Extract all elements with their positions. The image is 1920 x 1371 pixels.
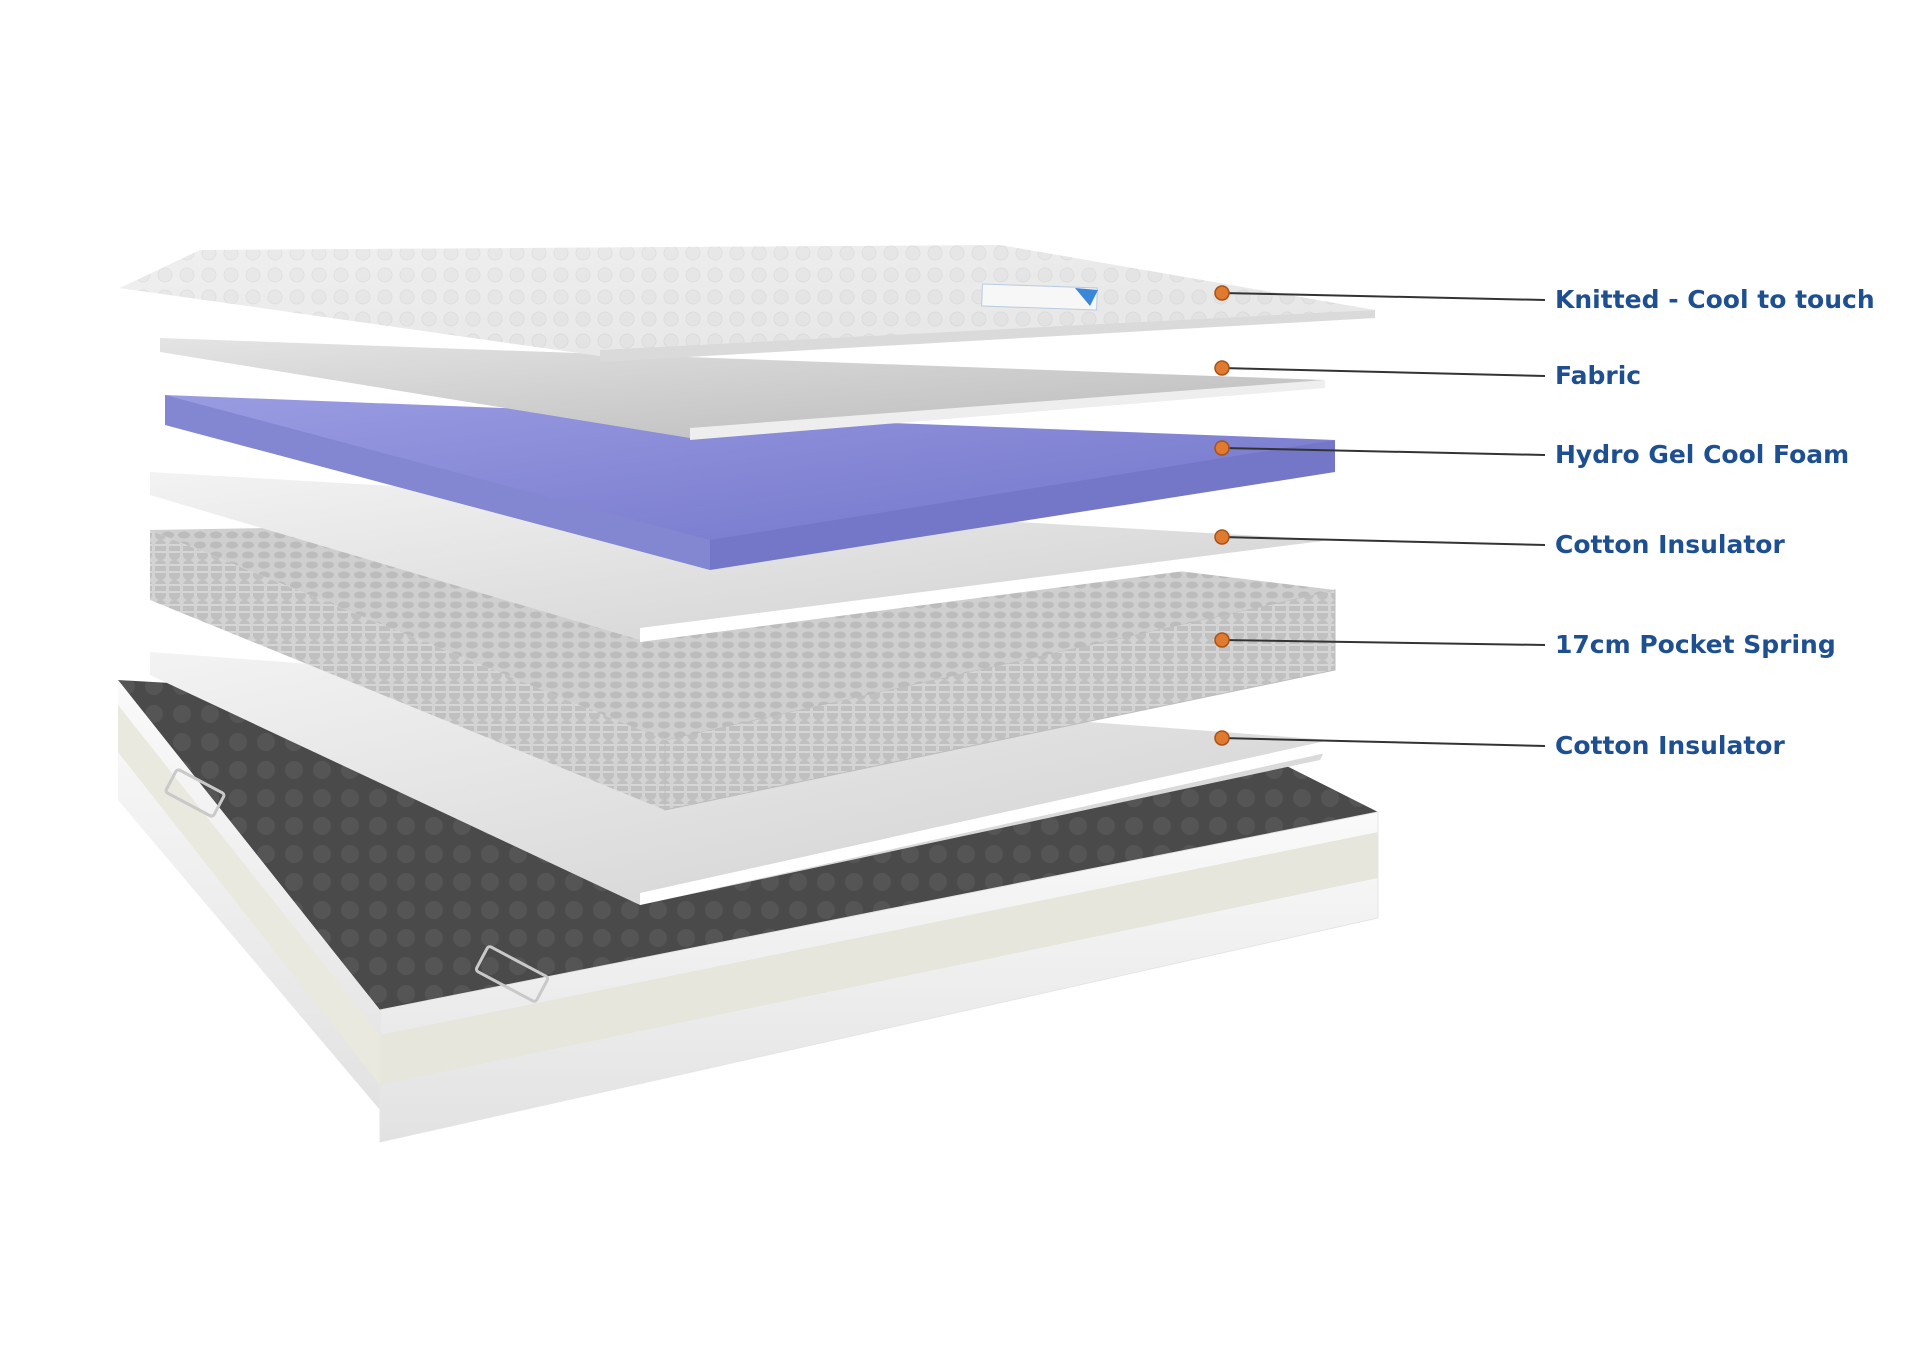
label-spring: 17cm Pocket Spring bbox=[1555, 630, 1836, 659]
layer-fabric bbox=[160, 338, 1325, 440]
leader-line-knitted bbox=[1221, 292, 1546, 301]
marker-dot-icon bbox=[1214, 360, 1230, 376]
marker-dot-icon bbox=[1214, 285, 1230, 301]
label-knitted: Knitted - Cool to touch bbox=[1555, 285, 1875, 314]
marker-dot-icon bbox=[1214, 730, 1230, 746]
leader-line-cotton-top bbox=[1221, 536, 1546, 546]
care-label bbox=[981, 283, 1098, 311]
knitted-edge bbox=[600, 310, 1375, 362]
marker-dot-icon bbox=[1214, 632, 1230, 648]
leader-line-foam bbox=[1221, 447, 1546, 456]
leader-line-spring bbox=[1221, 639, 1546, 646]
base-stripe-band bbox=[380, 832, 1378, 1085]
fabric-sheet bbox=[160, 338, 1325, 438]
cotton-bottom-edge bbox=[640, 740, 1330, 905]
handle-front bbox=[474, 945, 550, 1003]
label-cotton-bottom: Cotton Insulator bbox=[1555, 731, 1785, 760]
label-foam: Hydro Gel Cool Foam bbox=[1555, 440, 1850, 469]
cotton-top-edge bbox=[640, 540, 1330, 642]
label-fabric: Fabric bbox=[1555, 361, 1642, 390]
foam-front-face bbox=[710, 440, 1335, 570]
layer-foam bbox=[165, 395, 1335, 570]
foam-top-face bbox=[165, 395, 1335, 555]
marker-dot-icon bbox=[1214, 440, 1230, 456]
label-cotton-top: Cotton Insulator bbox=[1555, 530, 1785, 559]
markers bbox=[1214, 285, 1230, 746]
handle-left bbox=[164, 768, 226, 818]
care-label-logo-icon bbox=[1075, 288, 1098, 306]
leader-line-fabric bbox=[1221, 367, 1546, 377]
foam-left-face bbox=[165, 395, 710, 570]
layer-knitted bbox=[120, 245, 1375, 362]
spring-left-face bbox=[150, 530, 665, 810]
leader-line-cotton-bottom bbox=[1221, 737, 1546, 747]
fabric-edge bbox=[690, 380, 1325, 440]
callouts bbox=[1221, 292, 1546, 747]
marker-dot-icon bbox=[1214, 529, 1230, 545]
knitted-shading bbox=[120, 245, 1375, 356]
